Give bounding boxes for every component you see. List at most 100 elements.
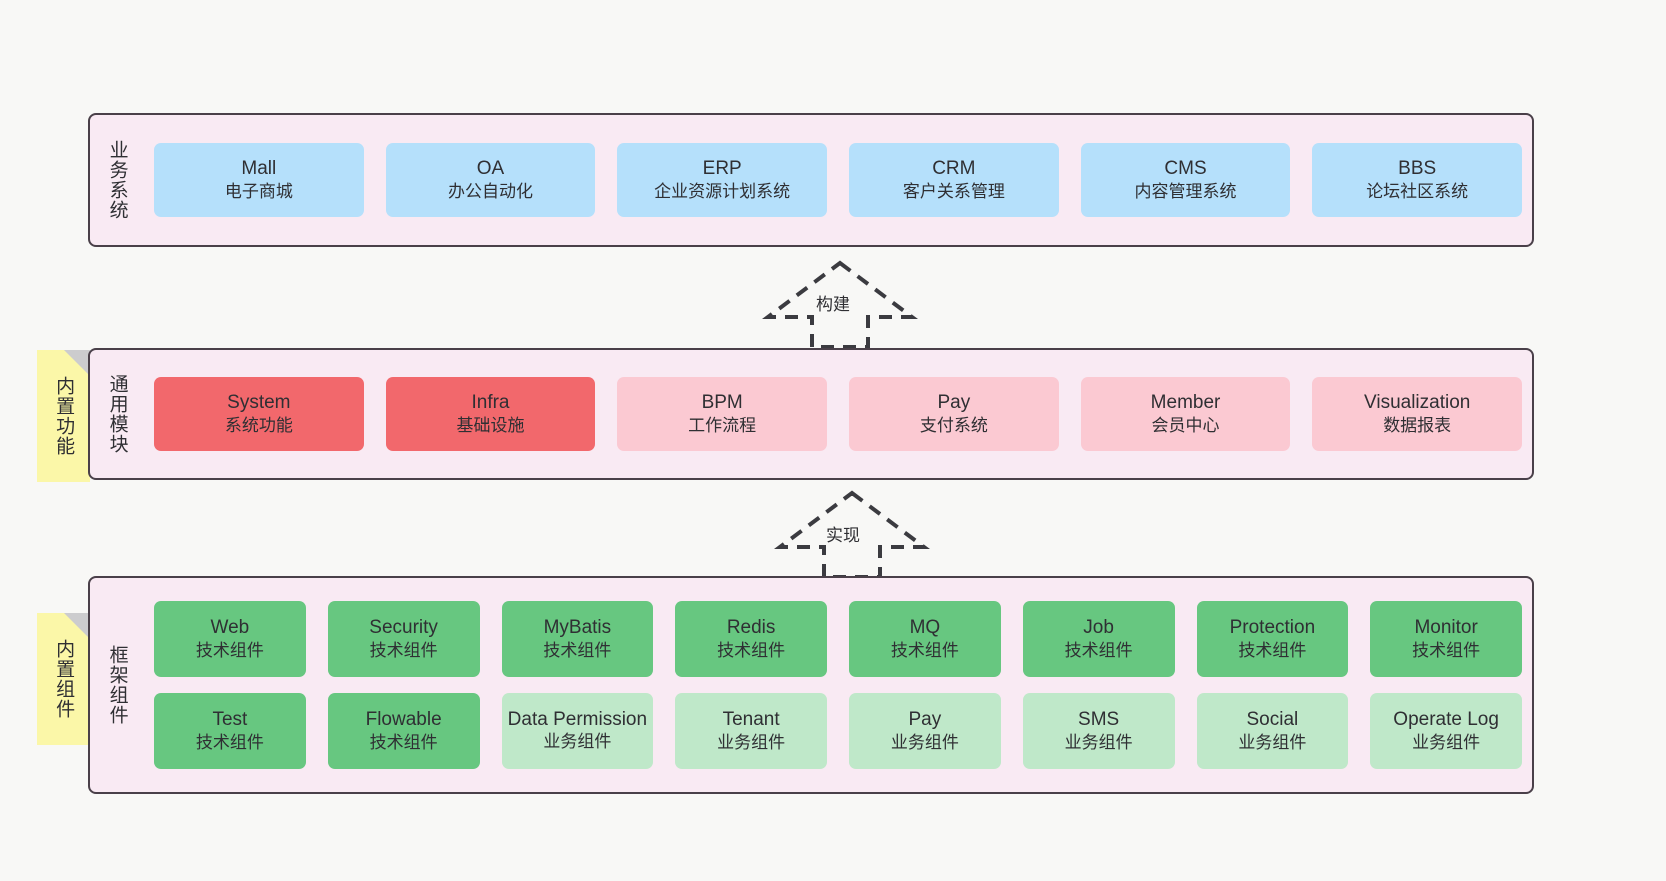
card-cms[interactable]: CMS 内容管理系统 [1080, 143, 1291, 217]
card-title: Tenant [722, 708, 780, 730]
card-subtitle: 技术组件 [195, 641, 264, 661]
card-subtitle: 数据报表 [1383, 416, 1452, 436]
card-subtitle: 技术组件 [543, 641, 612, 661]
card-flowable[interactable]: Flowable 技术组件 [327, 693, 480, 769]
card-title: CRM [932, 157, 976, 179]
card-tenant[interactable]: Tenant 业务组件 [675, 693, 827, 769]
card-subtitle: 系统功能 [224, 416, 293, 436]
card-title: Pay [937, 391, 971, 413]
dashed-hollow-arrow-icon [762, 260, 918, 349]
card-subtitle: 技术组件 [717, 641, 786, 661]
card-operate-log[interactable]: Operate Log 业务组件 [1370, 693, 1522, 769]
layer-body-framework-components: Web 技术组件 Security 技术组件 MyBatis 技术组件 Redi… [144, 578, 1532, 792]
card-bpm[interactable]: BPM 工作流程 [617, 377, 828, 451]
card-subtitle: 技术组件 [1064, 641, 1133, 661]
sticky-note-label: 内置功能 [53, 376, 75, 456]
card-social[interactable]: Social 业务组件 [1196, 693, 1349, 769]
card-subtitle: 内容管理系统 [1134, 182, 1237, 202]
card-title: Data Permission [507, 708, 648, 730]
card-subtitle: 办公自动化 [448, 182, 533, 202]
generalization-arrow-build [760, 259, 920, 351]
sticky-note-builtin-components: 内置组件 [37, 613, 90, 745]
dashed-hollow-arrow-icon [774, 490, 930, 579]
card-pay-component[interactable]: Pay 业务组件 [849, 693, 1001, 769]
layer-label-business-systems: 业务系统 [106, 140, 128, 220]
card-title: Redis [726, 616, 776, 638]
page-fold-icon [64, 350, 90, 376]
card-subtitle: 基础设施 [456, 416, 525, 436]
card-job[interactable]: Job 技术组件 [1022, 601, 1175, 677]
card-title: BBS [1398, 157, 1437, 179]
card-title: Test [212, 708, 248, 730]
card-data-permission[interactable]: Data Permission 业务组件 [501, 693, 654, 769]
card-subtitle: 技术组件 [369, 641, 438, 661]
sticky-note-label: 内置组件 [53, 639, 75, 719]
card-title: Pay [908, 708, 942, 730]
card-infra[interactable]: Infra 基础设施 [385, 377, 596, 451]
card-erp[interactable]: ERP 企业资源计划系统 [617, 143, 828, 217]
card-row: Mall 电子商城 OA 办公自动化 ERP 企业资源计划系统 CRM 客户关系… [154, 143, 1523, 217]
card-title: MyBatis [543, 616, 612, 638]
card-title: Protection [1229, 616, 1316, 638]
arrow-label-build: 构建 [816, 295, 850, 314]
card-subtitle: 工作流程 [688, 416, 757, 436]
card-title: Flowable [365, 708, 442, 730]
card-subtitle: 业务组件 [1412, 733, 1481, 753]
card-subtitle: 技术组件 [369, 733, 438, 753]
card-subtitle: 电子商城 [224, 182, 293, 202]
card-title: Social [1246, 708, 1299, 730]
card-bbs[interactable]: BBS 论坛社区系统 [1312, 143, 1523, 217]
layer-label-framework-components: 框架组件 [106, 645, 128, 725]
card-subtitle: 业务组件 [543, 732, 612, 752]
card-crm[interactable]: CRM 客户关系管理 [849, 143, 1059, 217]
card-protection[interactable]: Protection 技术组件 [1196, 601, 1349, 677]
card-title: Infra [471, 391, 510, 413]
card-title: ERP [702, 157, 742, 179]
card-title: System [227, 391, 291, 413]
card-subtitle: 论坛社区系统 [1366, 182, 1469, 202]
card-subtitle: 业务组件 [1064, 733, 1133, 753]
card-mq[interactable]: MQ 技术组件 [849, 601, 1001, 677]
card-subtitle: 业务组件 [717, 733, 786, 753]
layer-common-modules: 通用模块 System 系统功能 Infra 基础设施 BPM 工作流程 Pay… [88, 348, 1534, 480]
card-security[interactable]: Security 技术组件 [327, 601, 480, 677]
page-fold-icon [64, 613, 90, 639]
generalization-arrow-implement [772, 489, 932, 581]
card-subtitle: 会员中心 [1151, 416, 1220, 436]
card-subtitle: 技术组件 [1412, 641, 1481, 661]
card-title: Visualization [1364, 391, 1471, 413]
card-title: Web [210, 616, 250, 638]
card-row: Test 技术组件 Flowable 技术组件 Data Permission … [154, 693, 1522, 769]
layer-body-common-modules: System 系统功能 Infra 基础设施 BPM 工作流程 Pay 支付系统… [144, 350, 1532, 478]
card-subtitle: 企业资源计划系统 [654, 182, 791, 202]
card-sms[interactable]: SMS 业务组件 [1022, 693, 1175, 769]
card-title: CMS [1164, 157, 1207, 179]
sticky-note-builtin-functions: 内置功能 [37, 350, 90, 482]
card-subtitle: 支付系统 [919, 416, 988, 436]
layer-label-common-modules: 通用模块 [106, 374, 128, 454]
card-title: BPM [701, 391, 743, 413]
card-title: Job [1083, 616, 1114, 638]
card-subtitle: 客户关系管理 [902, 182, 1005, 202]
card-mybatis[interactable]: MyBatis 技术组件 [501, 601, 654, 677]
card-subtitle: 技术组件 [1238, 641, 1307, 661]
layer-body-business-systems: Mall 电子商城 OA 办公自动化 ERP 企业资源计划系统 CRM 客户关系… [144, 115, 1532, 245]
card-visualization[interactable]: Visualization 数据报表 [1312, 377, 1523, 451]
card-web[interactable]: Web 技术组件 [154, 601, 306, 677]
card-monitor[interactable]: Monitor 技术组件 [1370, 601, 1522, 677]
layer-business-systems: 业务系统 Mall 电子商城 OA 办公自动化 ERP 企业资源计划系统 CRM… [88, 113, 1534, 247]
card-subtitle: 技术组件 [195, 733, 264, 753]
card-member[interactable]: Member 会员中心 [1080, 377, 1291, 451]
card-title: Operate Log [1393, 708, 1499, 730]
card-oa[interactable]: OA 办公自动化 [385, 143, 596, 217]
card-row: System 系统功能 Infra 基础设施 BPM 工作流程 Pay 支付系统… [154, 377, 1523, 451]
card-pay-module[interactable]: Pay 支付系统 [849, 377, 1059, 451]
card-system[interactable]: System 系统功能 [154, 377, 364, 451]
card-mall[interactable]: Mall 电子商城 [154, 143, 364, 217]
arrow-label-implement: 实现 [826, 526, 860, 545]
card-title: Monitor [1414, 616, 1478, 638]
card-redis[interactable]: Redis 技术组件 [675, 601, 827, 677]
card-title: SMS [1078, 708, 1120, 730]
card-test[interactable]: Test 技术组件 [154, 693, 306, 769]
card-title: OA [476, 157, 505, 179]
